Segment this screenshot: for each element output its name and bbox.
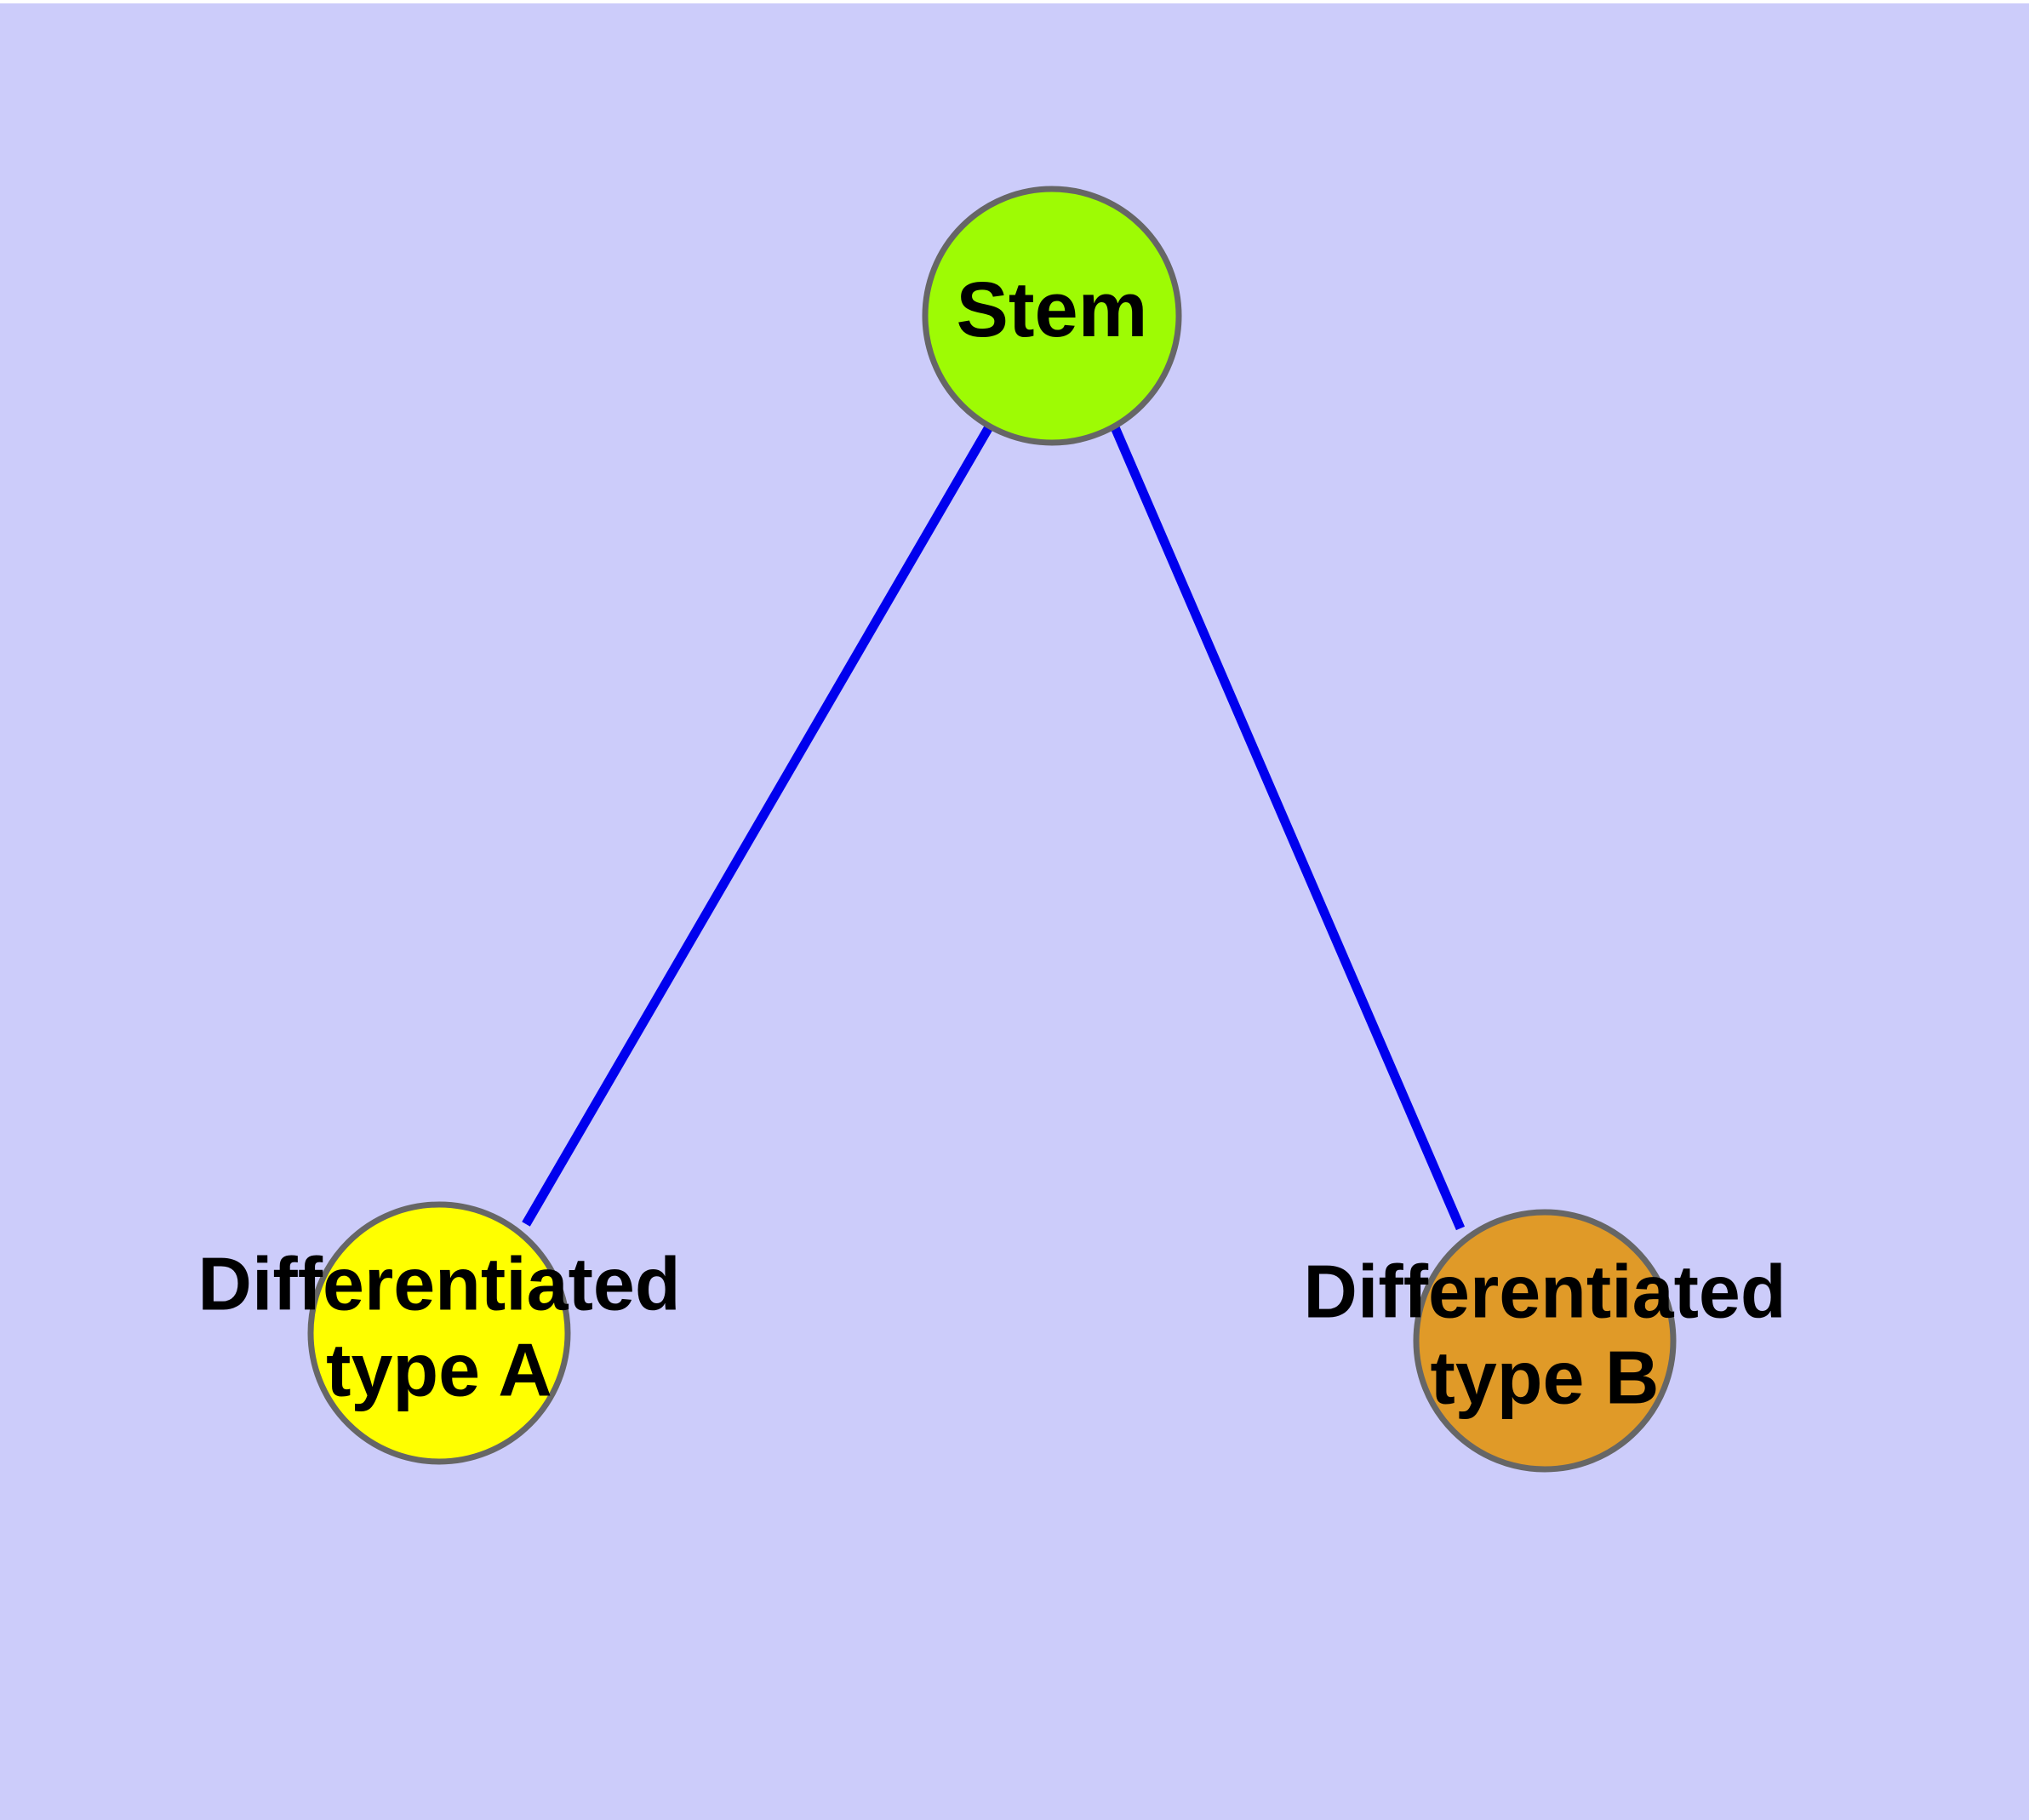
label-line: Differentiated [1303,1250,1786,1334]
node-differentiated-b-circle[interactable] [1413,1209,1677,1473]
node-differentiated-a-circle[interactable] [307,1201,571,1465]
label-line: Differentiated [197,1242,680,1326]
edge-stem-to-differentiated-a [522,423,994,1227]
node-layer [307,186,1677,1473]
label-line: Stem [957,266,1148,353]
node-stem-circle[interactable] [922,186,1182,446]
edge-layer [522,423,1466,1231]
label-line: type B [1431,1336,1660,1420]
label-line: type A [326,1328,552,1412]
edge-stem-to-differentiated-b [1110,425,1466,1231]
node-stem-label: Stem [957,266,1148,353]
